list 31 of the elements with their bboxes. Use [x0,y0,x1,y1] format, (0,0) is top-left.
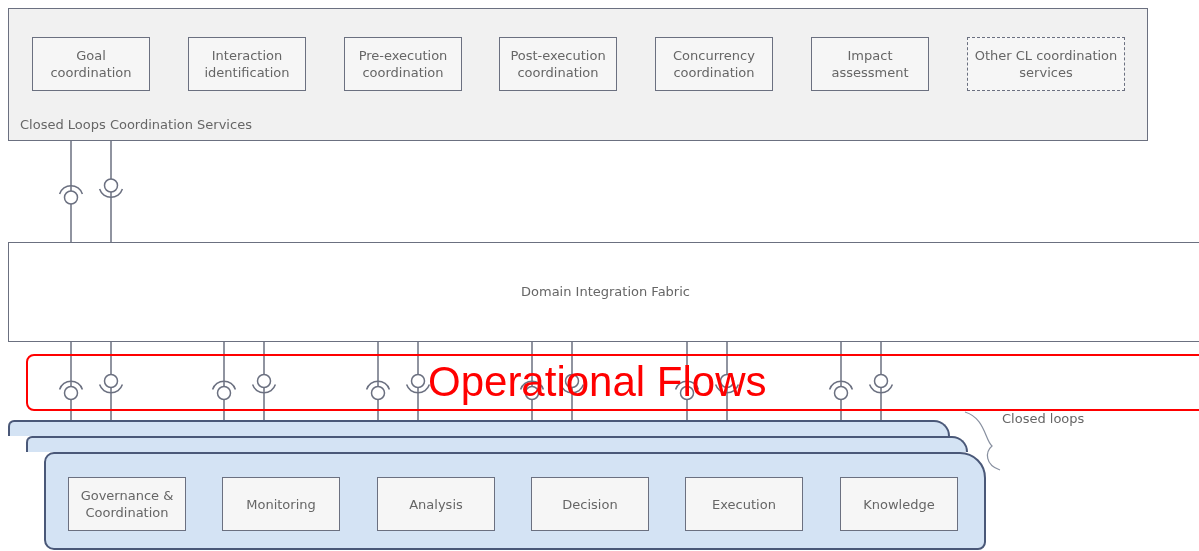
interface-connector [868,341,894,421]
service-box: Decision [531,477,649,531]
service-box: Monitoring [222,477,340,531]
interface-connector [58,341,84,421]
service-box: Other CL coordination services [967,37,1125,91]
service-box: Pre-execution coordination [344,37,462,91]
component-band [8,8,1148,141]
interface-connector [251,341,277,421]
interface-connector [405,341,431,421]
service-box: Goal coordination [32,37,150,91]
service-box: Governance & Coordination [68,477,186,531]
band-heading: Domain Integration Fabric [521,284,690,299]
interface-connector [98,341,124,421]
interface-connector [365,341,391,421]
interface-connector [98,140,124,243]
loop-panel [44,452,986,550]
service-box: Knowledge [840,477,958,531]
service-box: Interaction identification [188,37,306,91]
service-box: Concurrency coordination [655,37,773,91]
interface-connector [211,341,237,421]
group-label: Closed loops [1002,411,1085,426]
service-box: Execution [685,477,803,531]
service-box: Analysis [377,477,495,531]
loop-panel-edge [8,420,950,436]
band-heading: Closed Loops Coordination Services [20,117,252,132]
service-box: Impact assessment [811,37,929,91]
service-box: Post-execution coordination [499,37,617,91]
loop-panel-edge [26,436,968,452]
interface-connector [58,140,84,243]
interface-connector [828,341,854,421]
component-band [8,242,1199,342]
